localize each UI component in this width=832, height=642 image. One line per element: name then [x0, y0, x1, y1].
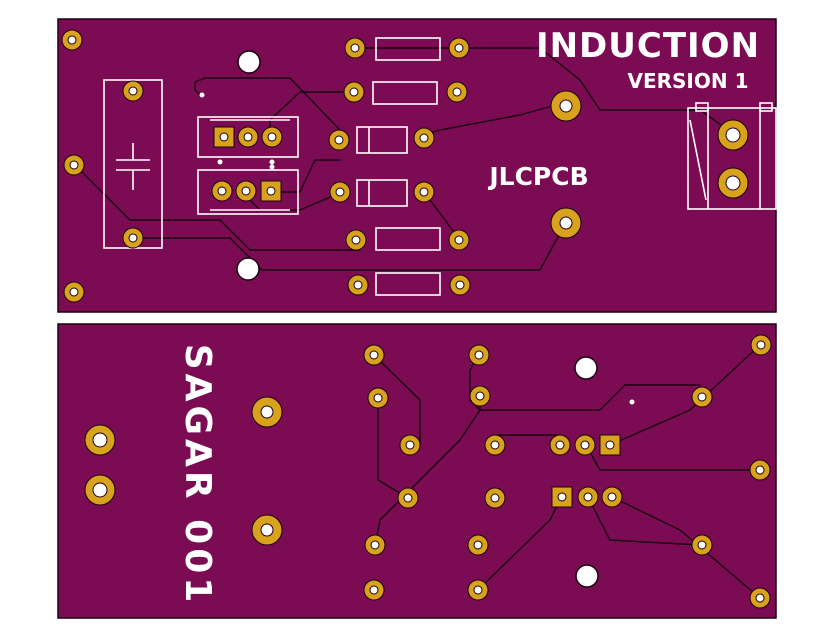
pad-hole	[373, 393, 383, 403]
trace	[609, 344, 761, 446]
pad-hole	[241, 186, 251, 196]
trace	[194, 77, 341, 131]
pad-hole	[351, 235, 361, 245]
pad-hole	[260, 523, 274, 537]
pin-marker	[269, 164, 275, 170]
pad-hole	[69, 287, 79, 297]
pad-hole	[490, 493, 500, 503]
board-title: INDUCTION	[536, 26, 760, 66]
pad-hole	[452, 87, 462, 97]
mounting-hole	[237, 50, 261, 74]
fab-mark: JLCPCB	[487, 162, 588, 191]
pad-hole	[605, 440, 615, 450]
pad-hole	[475, 391, 485, 401]
bottom-board-outline	[57, 323, 777, 619]
trace	[469, 354, 701, 411]
pad-hole	[217, 186, 227, 196]
trace	[354, 47, 736, 136]
pad-hole	[419, 187, 429, 197]
pad-hole	[559, 216, 573, 230]
pad-hole	[474, 350, 484, 360]
pad-hole	[369, 585, 379, 595]
pad-hole	[607, 492, 617, 502]
trace	[611, 496, 761, 599]
pad-hole	[334, 135, 344, 145]
pad-hole	[370, 540, 380, 550]
pad-hole	[454, 235, 464, 245]
pad-hole	[419, 133, 429, 143]
board-version: VERSION 1	[627, 69, 748, 93]
trace	[274, 159, 341, 193]
pad-hole	[243, 132, 253, 142]
resistor-silkscreen	[356, 37, 441, 296]
pad-hole	[403, 493, 413, 503]
pad-hole	[67, 35, 77, 45]
top-board-outline	[57, 18, 777, 313]
pad-hole	[92, 482, 108, 498]
pad-hole	[92, 432, 108, 448]
pad-hole	[69, 160, 79, 170]
pin-marker	[199, 92, 205, 98]
pad-hole	[490, 440, 500, 450]
pad-hole	[369, 350, 379, 360]
pad-hole	[349, 87, 359, 97]
pad-hole	[473, 540, 483, 550]
pad-hole	[583, 492, 593, 502]
pad-hole	[405, 440, 415, 450]
pad-hole	[128, 233, 138, 243]
pad-hole	[555, 440, 565, 450]
pad-hole	[755, 593, 765, 603]
top-view: INDUCTION VERSION 1 JLCPCB	[57, 18, 777, 313]
pad-hole	[697, 540, 707, 550]
pad-hole	[697, 392, 707, 402]
pad-hole	[559, 99, 573, 113]
terminal-block-silkscreen	[687, 102, 777, 210]
mounting-hole	[574, 356, 598, 380]
pad-hole	[725, 127, 741, 143]
pin-marker	[269, 159, 275, 165]
pad-hole	[557, 492, 567, 502]
trace	[587, 496, 701, 546]
pad-hole	[128, 86, 138, 96]
pin-marker	[629, 399, 635, 405]
pad-hole	[266, 186, 276, 196]
author-mark: SAGAR 001	[177, 344, 218, 607]
transistor-silkscreen	[197, 116, 299, 215]
top-pads	[61, 29, 749, 303]
mounting-hole	[236, 257, 260, 281]
pad-hole	[725, 175, 741, 191]
pad-hole	[267, 132, 277, 142]
pad-hole	[454, 43, 464, 53]
pad-hole	[353, 280, 363, 290]
pin-marker	[217, 159, 223, 165]
pad-hole	[580, 440, 590, 450]
pad-hole	[219, 132, 229, 142]
mounting-hole	[575, 564, 599, 588]
bottom-view: SAGAR 001	[57, 323, 777, 619]
pad-hole	[455, 280, 465, 290]
pad-hole	[350, 43, 360, 53]
pad-hole	[756, 340, 766, 350]
pad-hole	[473, 585, 483, 595]
trace	[377, 397, 409, 499]
pad-hole	[755, 465, 765, 475]
trace	[132, 221, 567, 271]
bottom-traces	[373, 344, 761, 599]
pad-hole	[260, 405, 274, 419]
pad-hole	[335, 187, 345, 197]
